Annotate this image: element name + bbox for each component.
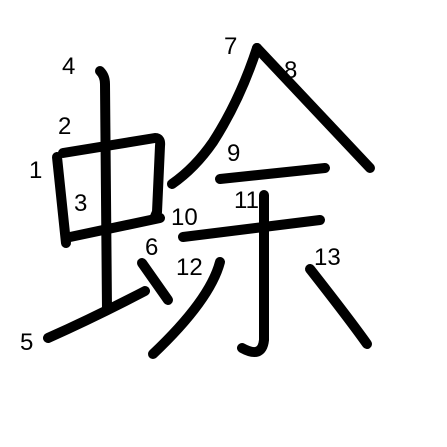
stroke-13: [305, 264, 372, 349]
stroke-12: [148, 257, 225, 359]
stroke-number-2: 2: [58, 113, 71, 140]
stroke-9: [215, 163, 330, 184]
stroke-number-4: 4: [62, 53, 75, 80]
stroke-number-7: 7: [224, 33, 237, 60]
stroke-11: [237, 190, 269, 357]
stroke-number-5: 5: [20, 329, 33, 356]
stroke-3: [65, 213, 165, 242]
stroke-number-3: 3: [74, 190, 87, 217]
stroke-number-9: 9: [227, 140, 240, 167]
stroke-4: [95, 66, 112, 315]
stroke-number-8: 8: [284, 57, 297, 84]
stroke-number-10: 10: [171, 204, 198, 231]
stroke-8: [252, 43, 375, 173]
stroke-7: [167, 43, 262, 189]
stroke-1: [52, 152, 71, 248]
stroke-number-6: 6: [145, 234, 158, 261]
stroke-number-1: 1: [29, 157, 42, 184]
stroke-number-13: 13: [314, 244, 341, 271]
stroke-number-11: 11: [234, 187, 259, 214]
stroke-6: [137, 258, 173, 305]
stroke-number-12: 12: [176, 254, 203, 281]
stroke-5: [43, 286, 150, 343]
stroke-2: [58, 133, 166, 224]
stroke-10: [178, 215, 325, 242]
